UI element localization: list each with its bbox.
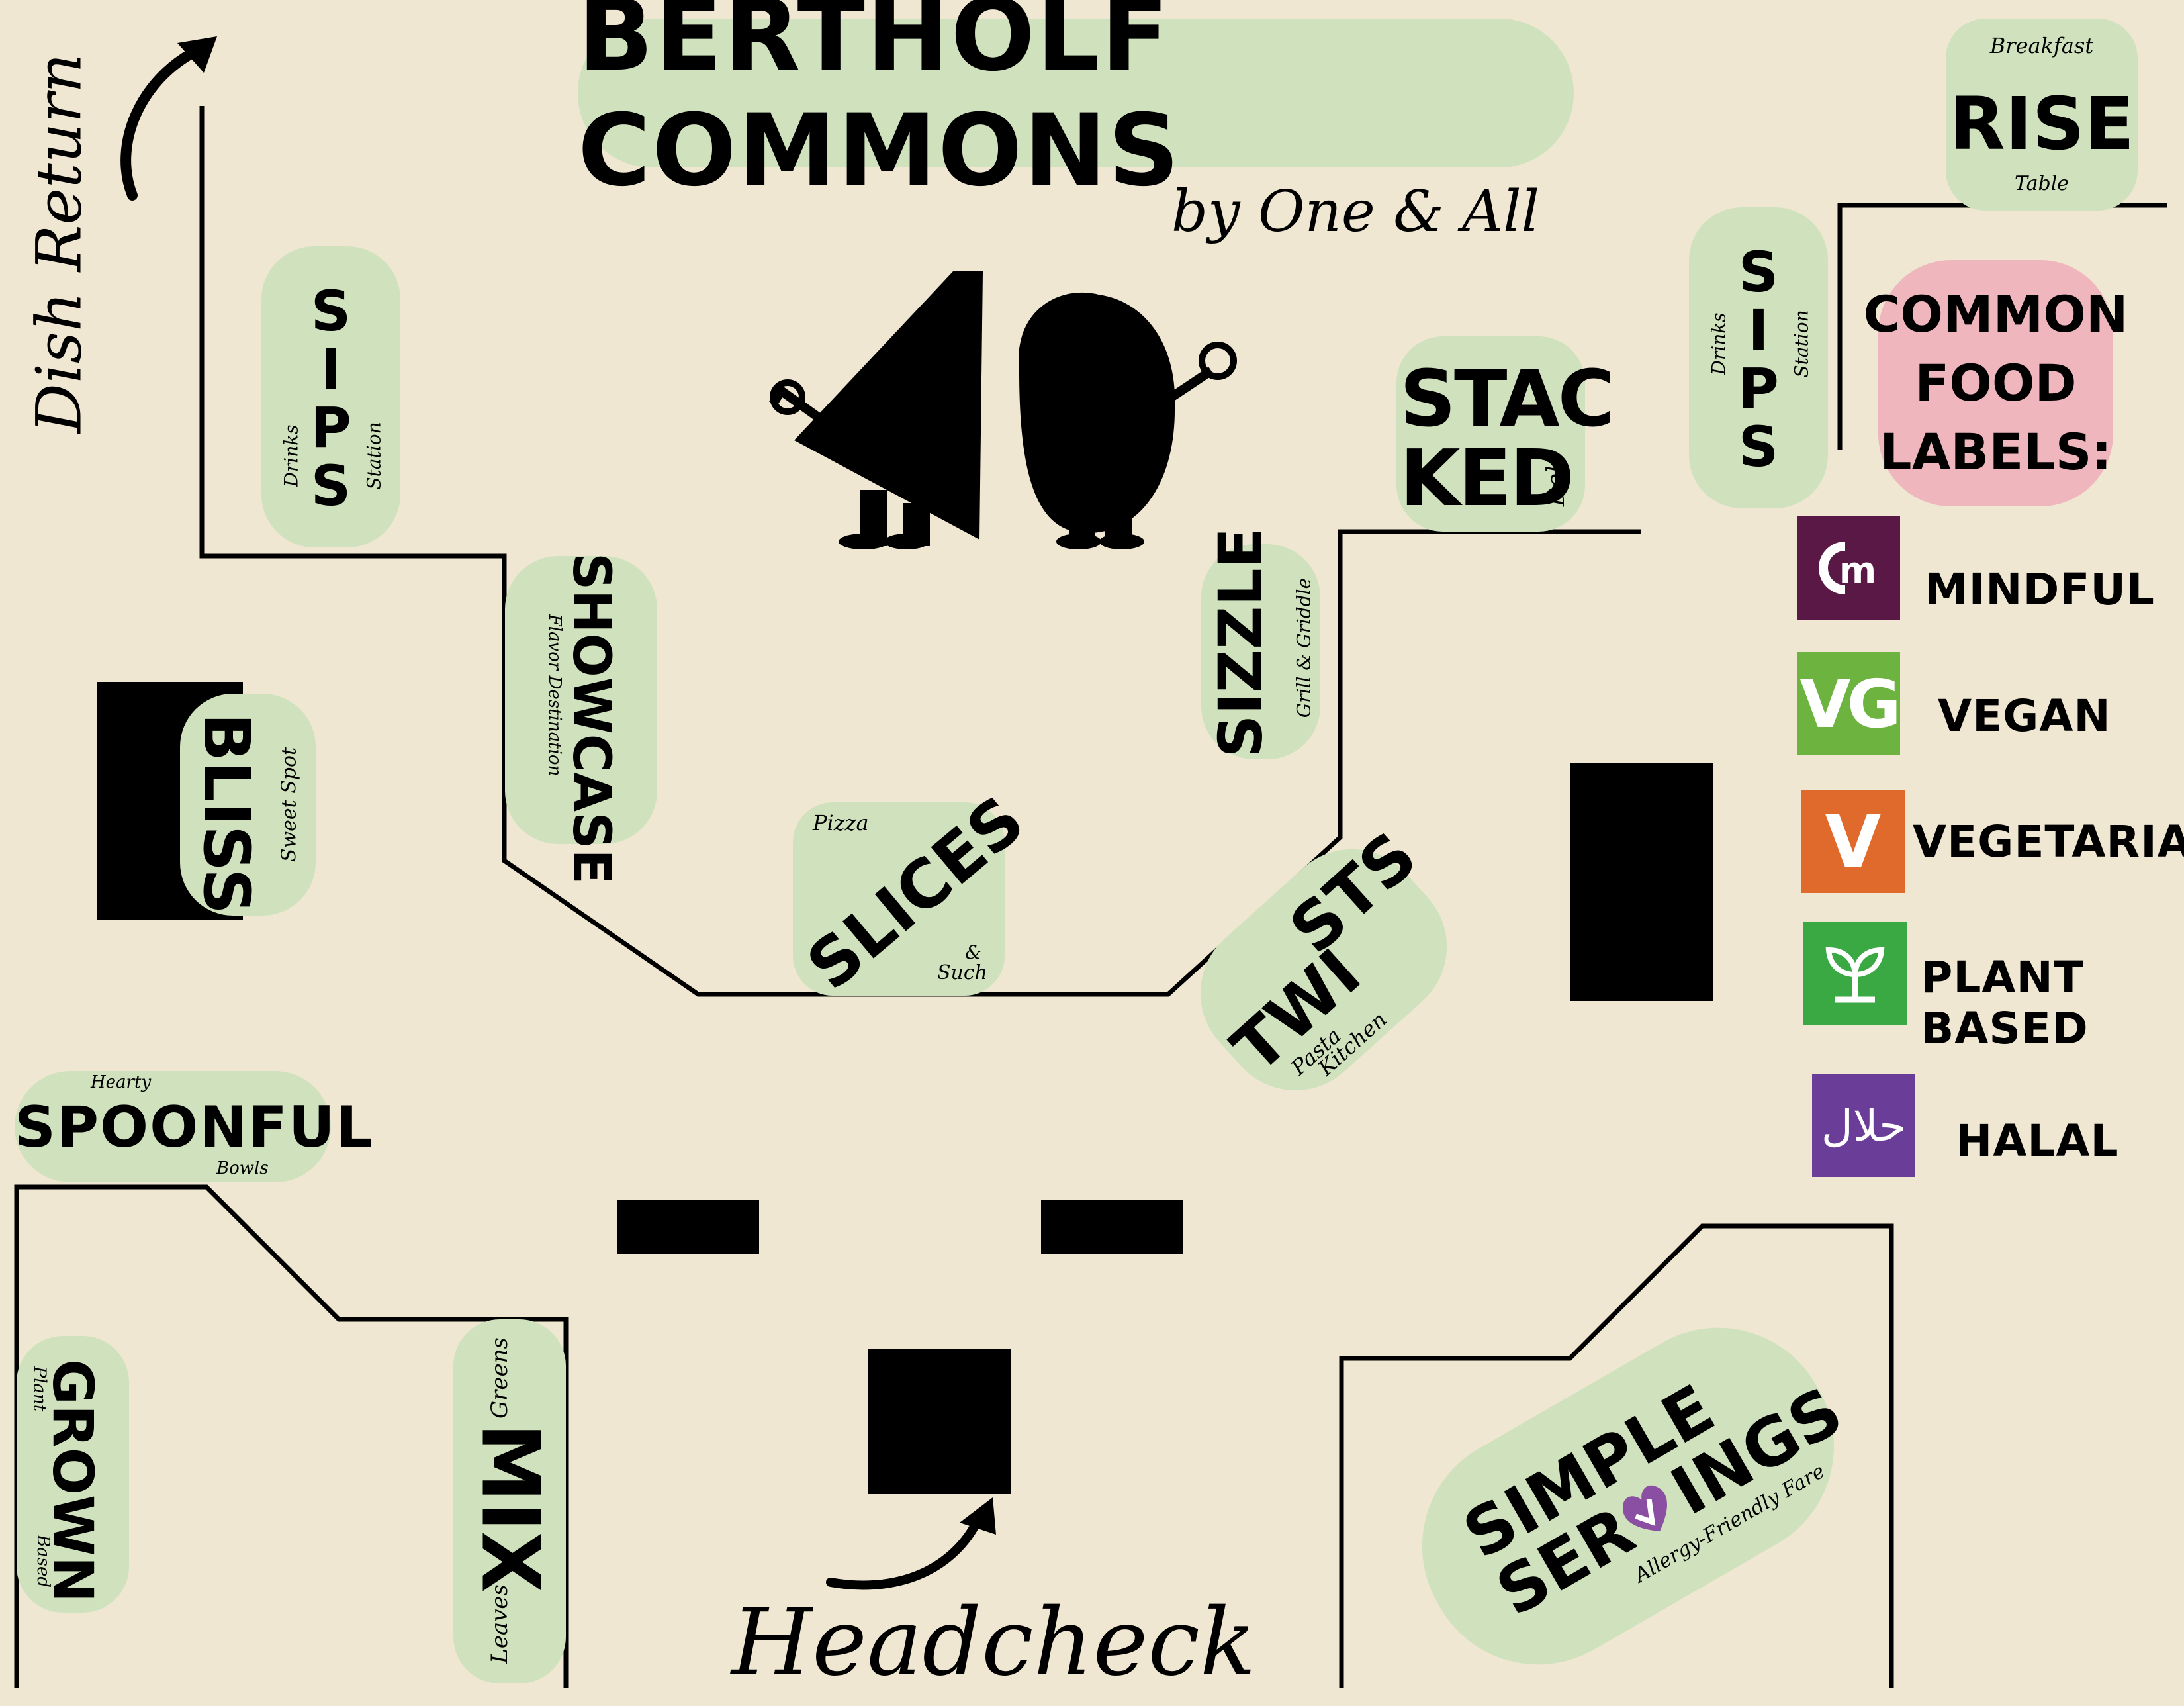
legend-label-vegan: VEGAN [1938, 690, 2111, 741]
station-rise[interactable]: Breakfast RISE Table [1946, 19, 2138, 211]
legend-heading-3: LABELS: [1880, 422, 2112, 481]
legend-label-mindful: MINDFUL [1925, 564, 2155, 615]
mix-sub2: Leaves [486, 1584, 513, 1664]
rise-name: RISE [1949, 81, 2134, 166]
station-showcase[interactable]: SHOWCASE Flavor Destination [505, 553, 657, 884]
legend-label-plant-based: PLANT BASED [1921, 952, 2089, 1054]
stacked-line1: STAC [1400, 353, 1615, 444]
rise-top: Breakfast [1989, 33, 2094, 58]
sips-left-sub1: Drinks [280, 424, 302, 487]
sips-left-sub2: Station [363, 422, 385, 490]
svg-text:m: m [1839, 549, 1876, 591]
grown-sub2: Based [32, 1535, 53, 1588]
station-simple-servings[interactable]: SIMPLE SER INGS Allergy-Friendly Fare [1381, 1286, 1876, 1706]
sizzle-sub: Grill & Griddle [1293, 577, 1315, 718]
station-slices[interactable]: Pizza SLICES & Such [793, 781, 1038, 1005]
headcheck-stand [868, 1349, 1011, 1494]
rise-bottom: Table [2014, 172, 2070, 195]
sips-right-name: S I P S [1738, 240, 1779, 479]
wall-left-upper [199, 106, 1641, 997]
legend-heading-box: COMMON FOOD LABELS: [1864, 260, 2128, 506]
table-block-1 [617, 1200, 759, 1254]
dish-return-arrow [120, 36, 217, 201]
headcheck-arrow [826, 1497, 996, 1590]
station-bliss[interactable]: BLISS Sweet Spot [180, 694, 316, 916]
bliss-name: BLISS [189, 712, 263, 915]
legend-heading-2: FOOD [1915, 354, 2077, 412]
legend-label-halal: HALAL [1956, 1115, 2119, 1166]
sips-right-sub2: Station [1790, 310, 1813, 378]
counter-block-right [1570, 763, 1713, 1001]
table-block-2 [1041, 1200, 1183, 1254]
headcheck-label: Headcheck [731, 1589, 1256, 1697]
vegan-icon: VG [1797, 652, 1901, 755]
wall-bottom-right [1339, 1223, 1894, 1688]
showcase-name: SHOWCASE [561, 553, 621, 884]
stacked-sub: Deli [1543, 457, 1570, 507]
station-sips-left[interactable]: S I P S Drinks Station [261, 246, 400, 547]
slices-top: Pizza [813, 810, 869, 835]
page-subtitle: by One & All [1171, 179, 1540, 245]
halal-icon: حلال [1812, 1074, 1915, 1177]
bliss-sub: Sweet Spot [277, 747, 301, 863]
legend-label-vegetarian: VEGETARIAN [1913, 816, 2184, 867]
mindful-icon: m [1797, 516, 1900, 620]
heart-icon [1608, 1470, 1689, 1552]
mix-sub1: Greens [486, 1337, 513, 1419]
slices-bottom1: & [965, 941, 981, 963]
spoonful-bottom: Bowls [216, 1159, 269, 1178]
station-spoonful[interactable]: Hearty SPOONFUL Bowls [15, 1071, 374, 1182]
station-grown[interactable]: GROWN Plant Based [17, 1336, 129, 1613]
sips-right-sub1: Drinks [1707, 312, 1730, 375]
mascot-blob-icon [1019, 292, 1237, 549]
station-sizzle[interactable]: SIZZLE Grill & Griddle [1201, 527, 1320, 759]
title-banner: BERTHOLF COMMONS [578, 0, 1574, 209]
legend-heading-1: COMMON [1863, 285, 2128, 344]
slices-bottom2: Such [937, 961, 987, 984]
spoonful-top: Hearty [91, 1072, 152, 1092]
dish-return-label: Dish Return [23, 53, 96, 434]
station-stacked[interactable]: STAC KED Deli [1396, 336, 1615, 532]
sizzle-name: SIZZLE [1206, 527, 1276, 758]
station-mix[interactable]: MIX Greens Leaves [453, 1319, 566, 1683]
grown-sub1: Plant [29, 1366, 50, 1412]
mascot-triangle-icon [768, 271, 983, 549]
vegetarian-icon: V [1801, 790, 1905, 893]
station-sips-right[interactable]: S I P S Drinks Station [1689, 207, 1828, 508]
showcase-sub: Flavor Destination [545, 614, 565, 777]
sips-left-name: S I P S [310, 279, 351, 518]
spoonful-name: SPOONFUL [15, 1094, 374, 1161]
stacked-line2: KED [1400, 432, 1574, 524]
page-title: BERTHOLF COMMONS [578, 0, 1181, 209]
wall-bottom-left [14, 1184, 569, 1688]
plant-based-icon [1803, 922, 1907, 1025]
